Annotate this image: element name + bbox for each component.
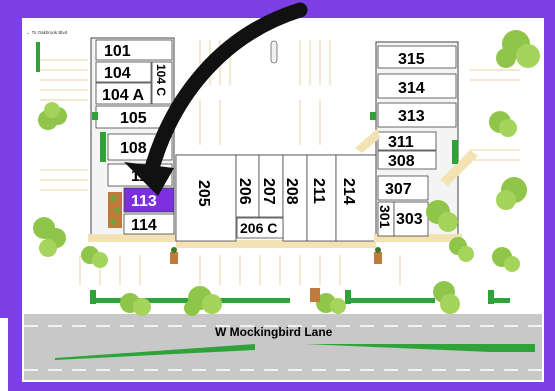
unit-311[interactable] (377, 131, 437, 151)
unit-207[interactable] (258, 154, 284, 218)
unit-101[interactable] (95, 39, 173, 61)
unit-214[interactable] (335, 154, 377, 242)
unit-105-label: 105 (120, 110, 147, 127)
unit-206c-label: 206 C (240, 220, 277, 236)
pointer-arrow (142, 2, 308, 183)
tree-icon (496, 177, 527, 210)
tree-icon (496, 30, 540, 68)
median-left (55, 344, 255, 360)
unit-108-label: 108 (120, 140, 147, 157)
tree-icon (449, 237, 474, 262)
unit-313[interactable] (377, 102, 457, 128)
unit-211-label: 211 (310, 178, 327, 204)
unit-313-label: 313 (398, 108, 425, 125)
tree-icon (426, 200, 458, 232)
unit-207-label: 207 (260, 178, 277, 205)
unit-114-label: 114 (131, 217, 157, 234)
tree-icon (489, 111, 517, 137)
unit-104a-label: 104 A (102, 87, 145, 104)
unit-113-highlighted[interactable] (123, 187, 175, 213)
unit-208-label: 208 (283, 178, 300, 205)
unit-311-label: 311 (388, 134, 414, 151)
tree-icon (184, 286, 222, 316)
planters (108, 192, 382, 302)
tree-icon (433, 281, 460, 314)
parking-stripes (40, 40, 520, 285)
direction-note: ← To Oakbrook Blvd (26, 30, 68, 35)
edge-strip (0, 318, 8, 391)
pointer-arrowhead (124, 162, 174, 196)
tree-icon (81, 246, 108, 268)
unit-205-label: 205 (195, 180, 212, 207)
center-sidewalk (176, 240, 376, 248)
median-right (305, 344, 535, 352)
unit-314[interactable] (377, 73, 457, 99)
tree-icon (492, 247, 520, 272)
unit-211[interactable] (306, 154, 337, 242)
tree-icon (38, 102, 67, 130)
unit-114[interactable] (123, 213, 175, 235)
unit-104c-label: 104 C (154, 64, 168, 96)
unit-308[interactable] (377, 150, 437, 170)
unit-104c[interactable] (151, 61, 173, 105)
left-sidewalk (88, 234, 178, 242)
unit-205[interactable] (175, 154, 237, 242)
unit-206c[interactable] (236, 217, 284, 239)
unit-214-label: 214 (340, 178, 357, 205)
tree-icon (120, 293, 151, 316)
walkway-se (440, 150, 478, 186)
unit-104a[interactable] (95, 82, 152, 105)
street-name: W Mockingbird Lane (215, 325, 333, 339)
trees (33, 30, 540, 316)
unit-206-label: 206 (236, 178, 253, 205)
unit-303[interactable] (393, 201, 429, 237)
right-sidewalk (374, 234, 462, 242)
unit-303-label: 303 (396, 211, 423, 228)
walkway-ne (355, 128, 380, 153)
unit-308-label: 308 (388, 153, 415, 170)
tree-icon (316, 293, 346, 314)
unit-315[interactable] (377, 45, 457, 69)
unit-101-label: 101 (104, 43, 131, 60)
unit-104-label: 104 (104, 65, 131, 82)
unit-307-label: 307 (385, 181, 412, 198)
pillar (270, 40, 278, 64)
unit-307[interactable] (377, 175, 429, 201)
tree-icon (33, 217, 66, 257)
unit-113-label: 113 (131, 193, 157, 210)
right-units: 315 314 313 311 308 307 301 303 (377, 45, 457, 237)
unit-301-label: 301 (377, 205, 393, 229)
center-units: 205 206 207 208 211 214 206 C (175, 154, 377, 242)
unit-315-label: 315 (398, 51, 425, 68)
unit-314-label: 314 (398, 80, 425, 97)
unit-104[interactable] (95, 61, 152, 83)
